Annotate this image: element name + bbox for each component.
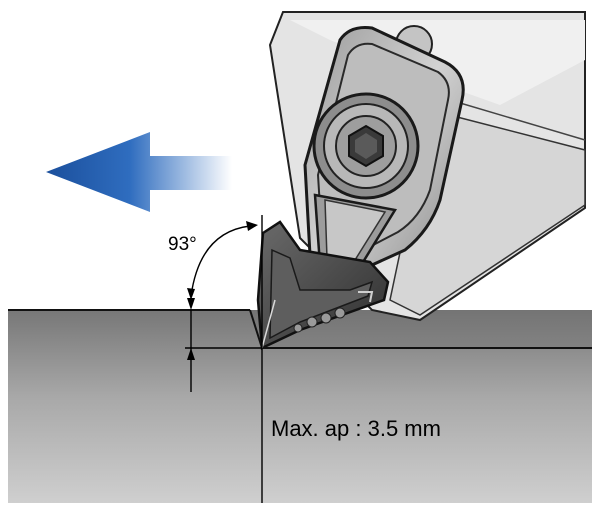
hex-socket-screw-icon (312, 92, 420, 200)
workpiece (8, 309, 592, 503)
arrow-left-icon (46, 132, 232, 212)
dimension-lines (185, 215, 263, 503)
depth-label: Max. ap : 3.5 mm (271, 416, 441, 441)
cutting-insert (256, 220, 390, 350)
arrowheads (187, 221, 258, 360)
angle-label: 93° (168, 234, 197, 255)
